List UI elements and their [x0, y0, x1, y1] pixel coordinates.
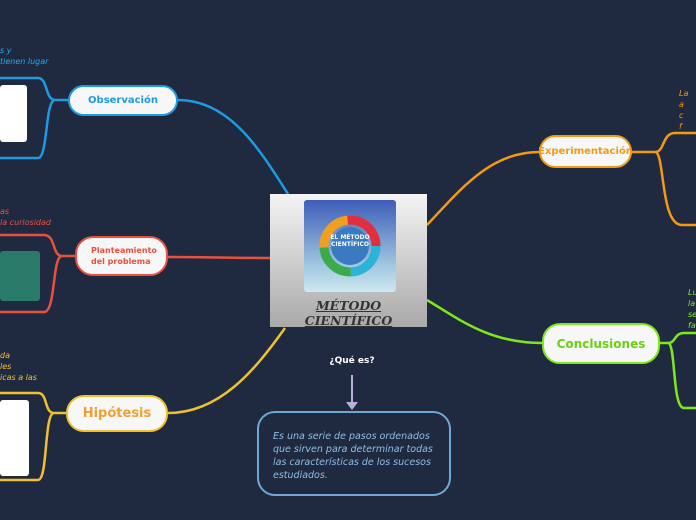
- definition-box[interactable]: Es una serie de pasos ordenados que sirv…: [257, 411, 451, 496]
- link-conclusiones: [426, 298, 543, 345]
- link-hipotesis: [167, 327, 287, 415]
- bracket-experimentacion: [632, 131, 696, 227]
- link-planteamiento: [167, 255, 271, 260]
- hipotesis-thumbnail[interactable]: [0, 400, 29, 476]
- scientific-method-cycle-image: EL MÉTODO CIENTÍFICO: [304, 200, 396, 292]
- planteamiento-note: as la curiosidad: [0, 207, 51, 227]
- definition-text: Es una serie de pasos ordenados que sirv…: [273, 431, 433, 481]
- planteamiento-label: Planteamiento del problema: [91, 246, 157, 266]
- hipotesis-note: da les icas a las: [0, 351, 37, 382]
- central-title: MÉTODO CIENTÍFICO: [304, 298, 393, 328]
- observacion-thumbnail[interactable]: [0, 85, 27, 142]
- observacion-note: s y tienen lugar: [0, 46, 49, 66]
- arrow-head-icon: [346, 402, 358, 410]
- experimentacion-label: Experimentación: [538, 146, 633, 157]
- link-observacion: [177, 98, 290, 195]
- conclusiones-note: Lu la se fa: [688, 288, 696, 330]
- node-experimentacion[interactable]: Experimentación: [538, 135, 633, 168]
- question-label[interactable]: ¿Qué es?: [329, 356, 375, 366]
- node-observacion[interactable]: Observación: [68, 85, 178, 116]
- bracket-planteamiento: [0, 233, 75, 314]
- planteamiento-thumbnail[interactable]: [0, 251, 40, 301]
- bracket-hipotesis: [0, 391, 66, 482]
- conclusiones-label: Conclusiones: [556, 336, 646, 351]
- central-topic[interactable]: EL MÉTODO CIENTÍFICO MÉTODO CIENTÍFICO: [270, 194, 427, 328]
- node-conclusiones[interactable]: Conclusiones: [542, 323, 660, 364]
- bracket-conclusiones: [660, 331, 696, 410]
- link-experimentacion: [426, 150, 540, 226]
- bracket-observacion: [0, 76, 68, 160]
- node-planteamiento[interactable]: Planteamiento del problema: [75, 236, 168, 276]
- node-hipotesis[interactable]: Hipótesis: [66, 395, 168, 432]
- cycle-image-label: EL MÉTODO CIENTÍFICO: [330, 234, 370, 248]
- experimentacion-note: La a c f: [679, 89, 689, 131]
- hipotesis-label: Hipótesis: [82, 406, 152, 421]
- observacion-label: Observación: [88, 95, 158, 106]
